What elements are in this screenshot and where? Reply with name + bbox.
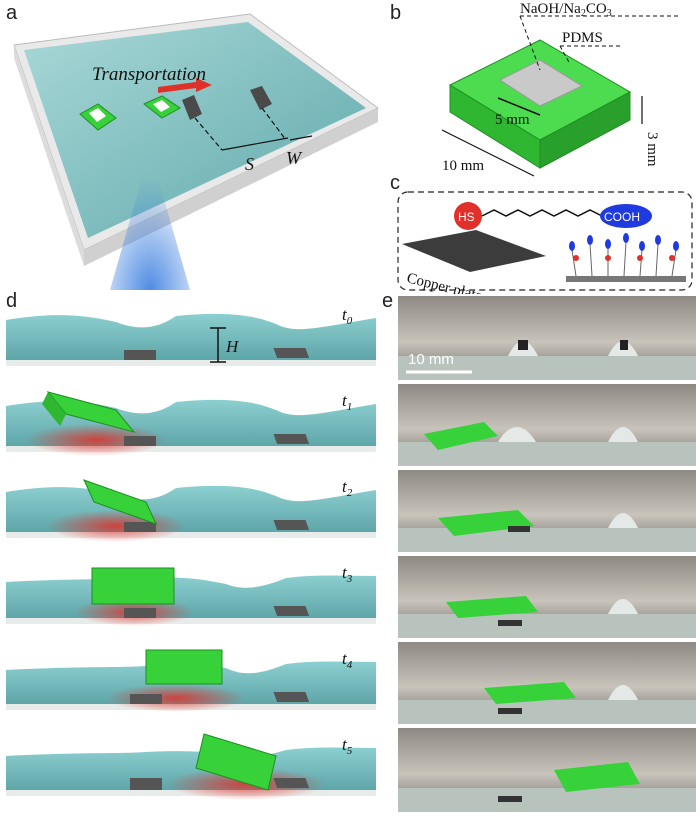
t3-label: t3 [342, 563, 353, 585]
t4-label: t4 [342, 649, 353, 671]
green-block-t2 [83, 479, 157, 525]
green-block-t3 [91, 567, 175, 605]
coating-label: NaOH/Na2CO3 [520, 1, 612, 19]
w-label: W [286, 148, 303, 168]
copper-plate-a2 [250, 86, 272, 110]
green-block-2 [143, 95, 181, 119]
transport-label: Transportation [92, 64, 206, 85]
photo-e5 [398, 642, 696, 724]
pdms-coating [498, 59, 584, 107]
green-block-t5 [195, 733, 277, 791]
t0-label: t0 [342, 305, 353, 327]
panel-label-d: d [6, 290, 18, 312]
hs-label: HS [458, 210, 475, 224]
panel-label-b: b [390, 2, 402, 24]
panel-d-frames: H t0 t1 t2 t3 t [6, 305, 376, 800]
t1-label: t1 [342, 391, 352, 413]
frame-t1: t1 [6, 391, 376, 456]
t5-label: t5 [342, 735, 353, 757]
panel-c-chemistry: HS COOH Copper plate [397, 191, 693, 294]
frame-t2: t2 [6, 477, 376, 542]
s-label: S [245, 154, 254, 174]
h-label: H [225, 337, 240, 356]
scale-bar-label: 10 mm [408, 351, 454, 368]
light-cone [110, 150, 190, 290]
outer-size-label: 10 mm [442, 158, 484, 174]
photo-e1: 10 mm [398, 296, 696, 380]
panel-a-tank: Transportation S W [13, 13, 379, 290]
cooh-label: COOH [604, 210, 640, 224]
t2-label: t2 [342, 477, 353, 499]
frame-t3: t3 [6, 563, 376, 626]
photo-e6 [398, 728, 696, 812]
panel-b-block: NaOH/Na2CO3 PDMS 5 mm 10 mm 3 mm [441, 1, 680, 177]
alkyl-chain [481, 209, 603, 217]
frame-t4: t4 [6, 649, 376, 712]
green-block-t4 [145, 649, 223, 685]
green-block-1 [79, 103, 117, 131]
inner-size-label: 5 mm [495, 112, 530, 128]
copper-plate-a1 [182, 95, 202, 120]
photo-e3 [398, 470, 696, 552]
panel-label-c: c [390, 172, 400, 194]
transport-arrow [158, 78, 212, 93]
panel-e-photos: 10 mm [398, 296, 696, 812]
pdms-label: PDMS [562, 30, 603, 46]
copper-d0-a [124, 350, 156, 360]
frame-t0: H t0 [6, 305, 376, 366]
photo-e2 [398, 384, 696, 466]
thickness-label: 3 mm [644, 132, 660, 167]
photo-e4 [398, 556, 696, 638]
sam-molecules [566, 233, 686, 282]
panel-label-e: e [382, 290, 394, 312]
green-block-t1 [46, 391, 136, 433]
frame-t5: t5 [6, 733, 376, 800]
copper-plate-c [402, 230, 546, 272]
panel-label-a: a [6, 2, 18, 24]
water-surface [24, 22, 366, 238]
copper-d0-b [273, 348, 310, 358]
